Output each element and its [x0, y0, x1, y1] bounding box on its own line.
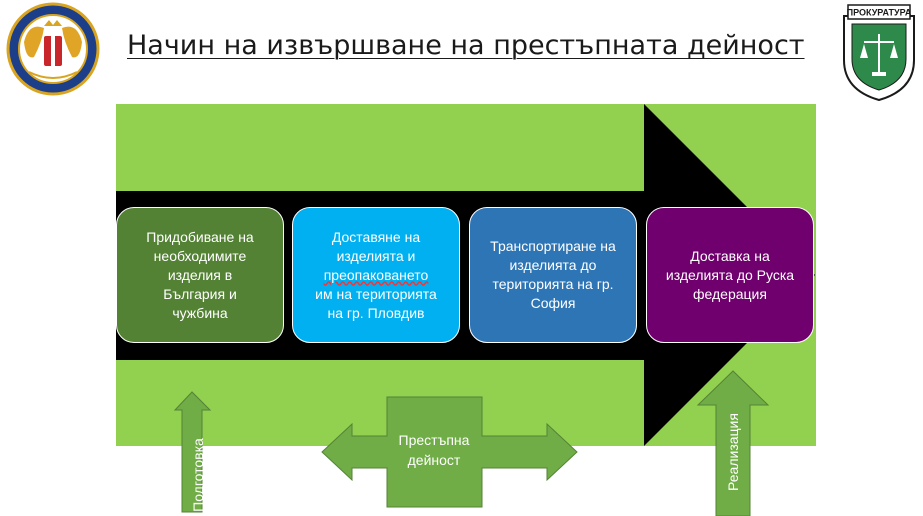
step-text-line: на гр. Пловдив [327, 304, 425, 321]
step-text-line: изделията до Руска [665, 266, 795, 283]
phase-preparation-label: Подготовка [190, 438, 206, 512]
step-text-line: преопаковането [323, 266, 429, 283]
step-text-line: изделия в [167, 266, 233, 283]
prosecution-emblem-icon: ПРОКУРАТУРА [843, 4, 915, 102]
step-text-line: изделията до [509, 257, 597, 273]
step-text-line: необходимите [153, 247, 247, 264]
step-delivery-russia: Доставка на изделията до Руска федерация [646, 207, 814, 343]
step-text-line: Доставка на [690, 247, 770, 264]
step-text-line: България и [163, 285, 237, 302]
realization-arrow [696, 370, 770, 516]
step-text-line: Придобиване на [146, 228, 254, 245]
step-transport-sofia: Транспортиране на изделията до територия… [469, 207, 637, 343]
page-title: Начин на извършване на престъпната дейно… [127, 30, 805, 61]
step-text-line: им на територията [315, 285, 437, 302]
criminal-activity-arrow [321, 396, 578, 508]
step-text-line: Доставяне на [331, 228, 421, 245]
step-text-line: чужбина [172, 304, 228, 321]
phase-label-line: Престъпна [398, 432, 470, 448]
step-acquisition: Придобиване на необходимите изделия в Бъ… [116, 207, 284, 343]
phase-criminal-activity-label: Престъпна дейност [388, 430, 480, 470]
step-text-line: Транспортиране на [490, 238, 616, 254]
step-text-line: федерация [693, 285, 767, 302]
phase-realization-label: Реализация [725, 413, 741, 491]
process-arrow-shape [116, 104, 815, 446]
phase-label-line: дейност [407, 452, 461, 468]
step-delivery-plovdiv: Доставяне на изделията и преопаковането … [292, 207, 460, 343]
step-text-line: София [530, 295, 576, 311]
prosecution-banner-text: ПРОКУРАТУРА [847, 8, 912, 18]
step-text-line: изделията и [336, 247, 416, 264]
national-investigation-service-seal-icon [6, 2, 100, 96]
preparation-arrow [173, 391, 212, 513]
step-text-line: територията на гр. [492, 276, 614, 292]
